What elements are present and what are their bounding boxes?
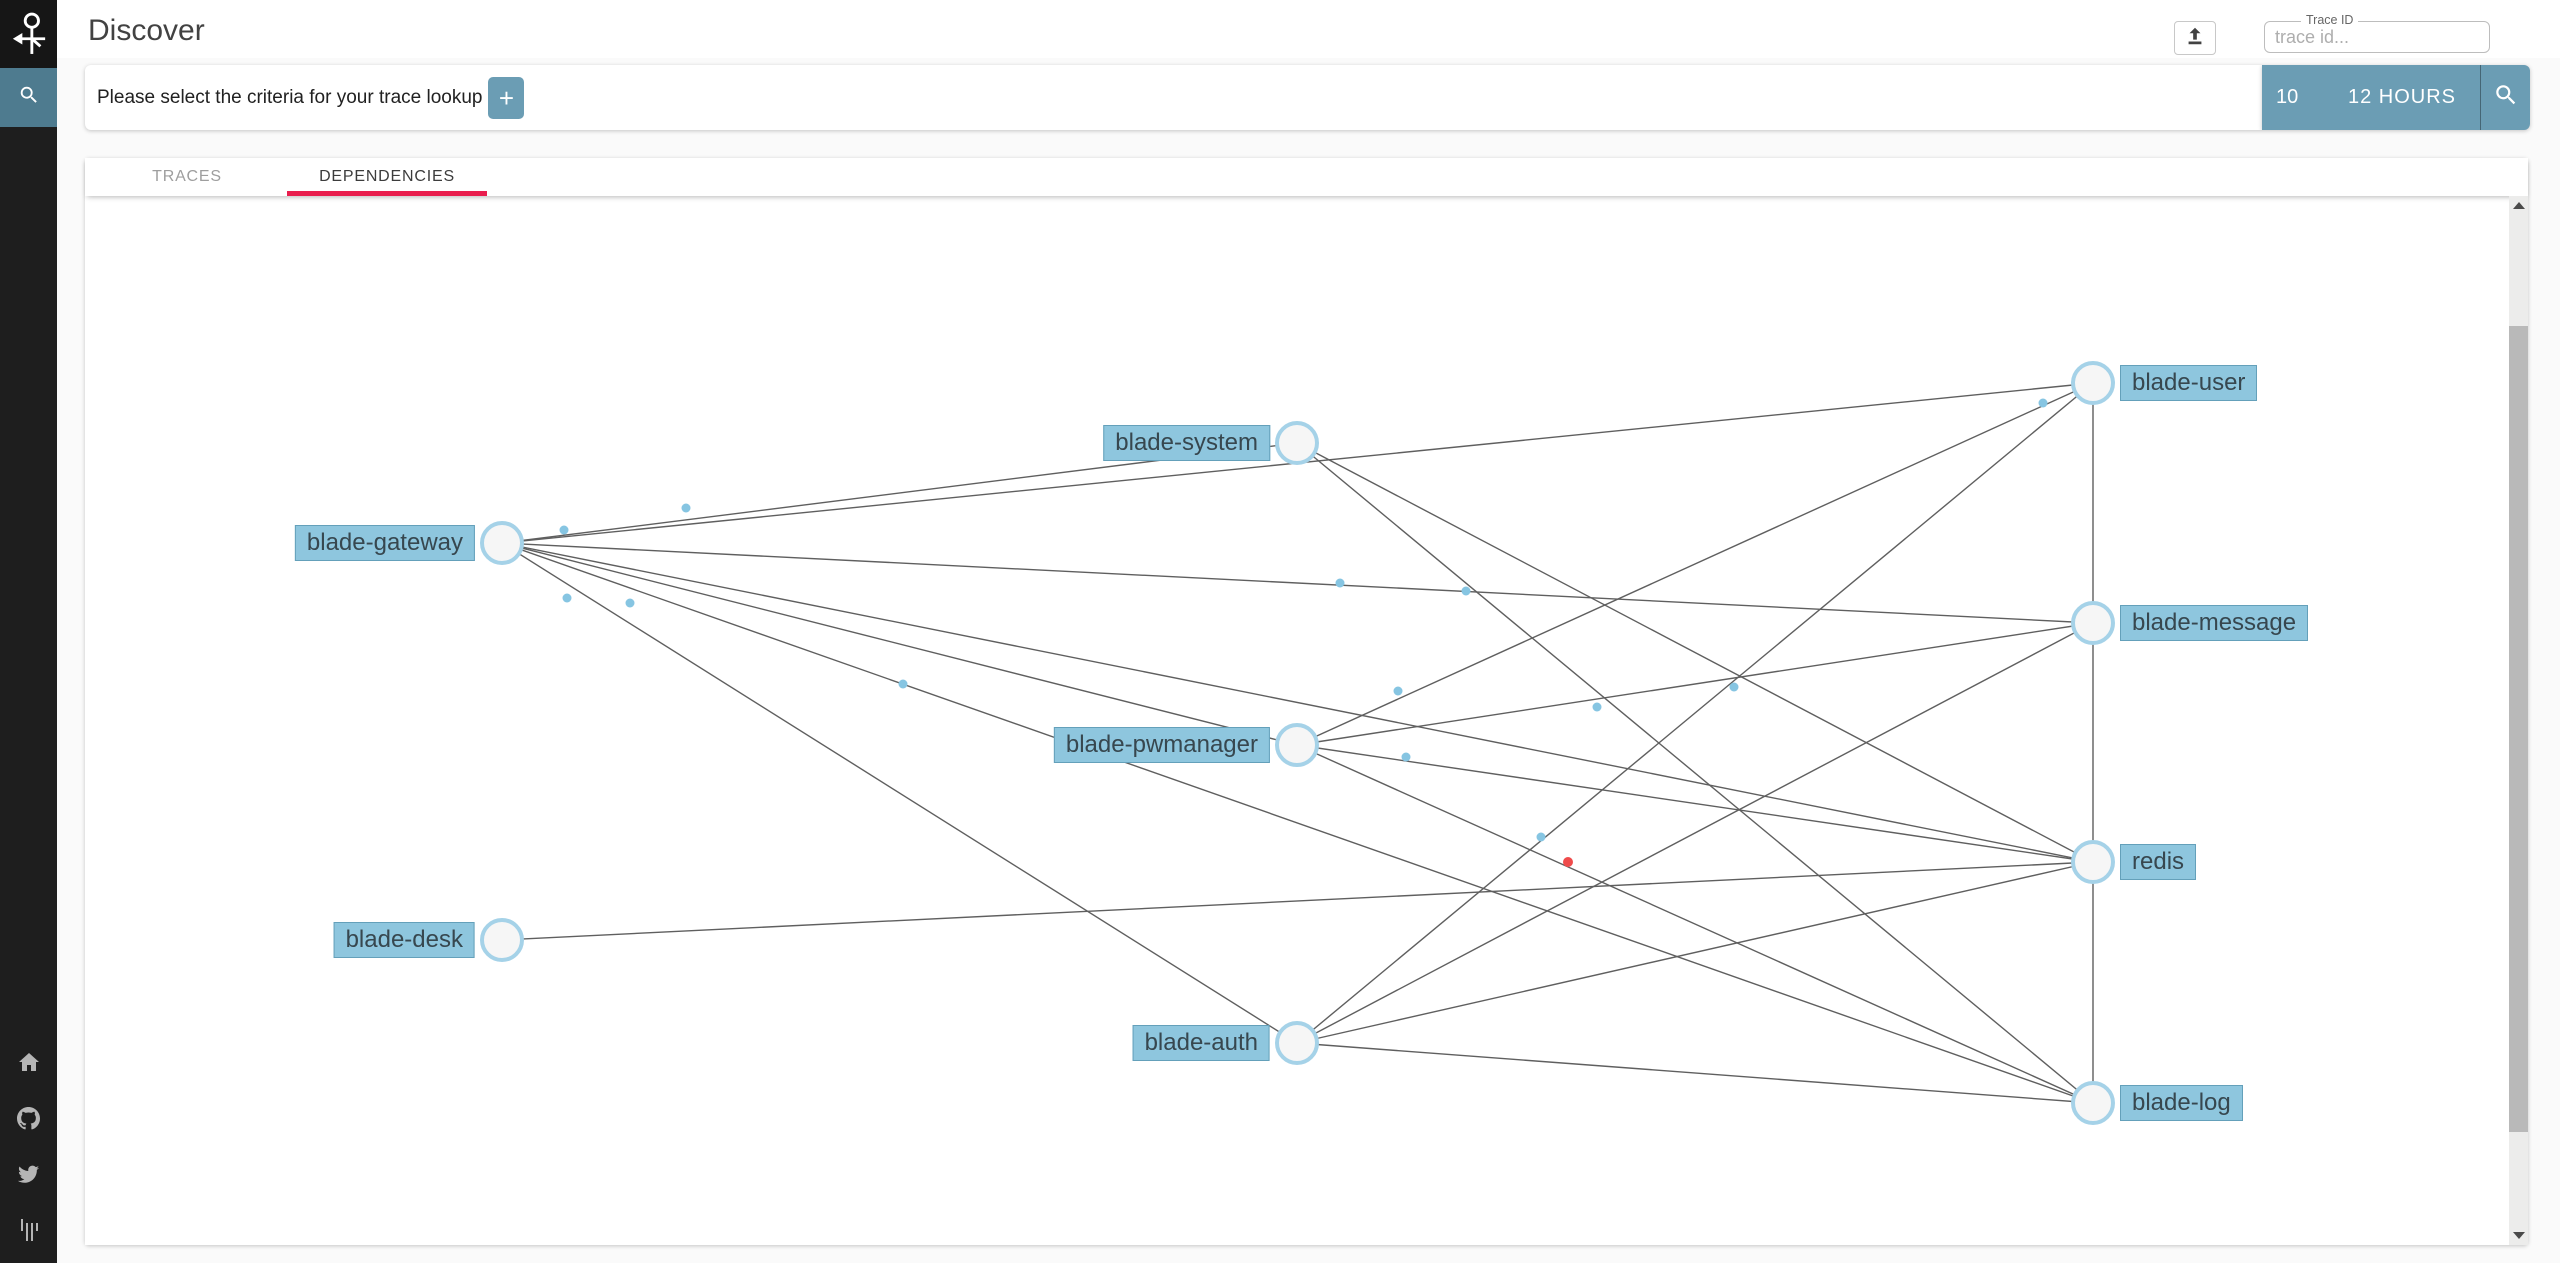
trace-id-input[interactable] <box>2265 22 2489 52</box>
service-node-label[interactable]: blade-desk <box>333 922 475 958</box>
search-icon <box>2493 82 2519 113</box>
dependency-edge <box>1296 442 2094 863</box>
traffic-particle <box>1729 682 1739 692</box>
dependency-edge <box>501 861 2094 941</box>
service-node-label[interactable]: blade-auth <box>1132 1025 1270 1061</box>
tab-bar: TRACES DEPENDENCIES <box>85 158 2528 196</box>
sidebar-search-button[interactable] <box>0 68 57 127</box>
service-node[interactable] <box>1275 1021 1319 1065</box>
tab-dependencies[interactable]: DEPENDENCIES <box>287 158 487 196</box>
search-icon <box>18 84 40 111</box>
sidebar-footer <box>0 1050 57 1263</box>
scrollbar-thumb[interactable] <box>2509 326 2528 1132</box>
gitter-icon[interactable] <box>20 1219 38 1241</box>
service-node-label[interactable]: blade-user <box>2120 365 2258 401</box>
tab-dependencies-label: DEPENDENCIES <box>319 168 455 185</box>
traffic-particle <box>562 593 572 603</box>
service-node[interactable] <box>480 521 524 565</box>
sidebar <box>0 0 57 1263</box>
service-node[interactable] <box>1275 723 1319 767</box>
upload-trace-button[interactable] <box>2174 21 2216 55</box>
service-node[interactable] <box>2071 840 2115 884</box>
trace-lookup-bar: Please select the criteria for your trac… <box>85 65 2530 130</box>
dependency-edge <box>501 542 2094 1104</box>
traffic-particle <box>1592 702 1602 712</box>
triangle-up-icon <box>2512 202 2525 209</box>
traffic-particle <box>1536 832 1546 842</box>
page-title: Discover <box>88 14 205 47</box>
traffic-particle <box>625 598 635 608</box>
criteria-card: Please select the criteria for your trac… <box>85 65 2262 130</box>
traffic-particle <box>681 503 691 513</box>
traffic-particle <box>1563 857 1573 867</box>
result-limit-select[interactable]: 10 <box>2276 86 2299 108</box>
dependency-graph-svg <box>480 361 2115 1125</box>
dependency-graph: blade-gateway blade-system blade-pwmanager… <box>85 196 2528 1245</box>
trace-id-field: Trace ID <box>2264 13 2490 53</box>
add-criteria-button[interactable]: + <box>488 76 525 119</box>
criteria-placeholder-text: Please select the criteria for your trac… <box>97 86 483 108</box>
service-node-label[interactable]: blade-message <box>2120 605 2309 641</box>
service-node-label[interactable]: blade-pwmanager <box>1053 727 1270 763</box>
home-icon[interactable] <box>17 1050 41 1074</box>
zipkin-logo[interactable] <box>0 0 57 68</box>
active-tab-indicator <box>287 191 487 196</box>
upload-icon <box>2184 25 2206 52</box>
traffic-particle <box>1401 752 1411 762</box>
dependency-edge <box>1296 382 2094 1044</box>
dependency-edge <box>501 542 1298 746</box>
lookback-select[interactable]: 12 HOURS <box>2347 86 2456 108</box>
traffic-particle <box>1335 578 1345 588</box>
dependency-edge <box>501 542 2094 863</box>
dependency-edge <box>1296 382 2094 746</box>
search-options: 10 12 HOURS <box>2262 65 2530 130</box>
divider <box>2480 65 2481 130</box>
service-node[interactable] <box>480 918 524 962</box>
vertical-scrollbar[interactable] <box>2509 196 2528 1245</box>
traffic-particle <box>1393 686 1403 696</box>
dependency-edge <box>1296 744 2094 1104</box>
service-node-label[interactable]: blade-log <box>2120 1085 2243 1121</box>
results-panel: TRACES DEPENDENCIES blade-gateway blade-s… <box>85 158 2528 1245</box>
service-node-label[interactable]: redis <box>2120 844 2197 880</box>
traffic-particle <box>559 525 569 535</box>
dependency-edge <box>1296 622 2094 1044</box>
dependency-edge <box>501 542 2094 624</box>
service-node[interactable] <box>2071 601 2115 645</box>
triangle-down-icon <box>2512 1232 2525 1239</box>
tab-traces[interactable]: TRACES <box>87 158 287 196</box>
dependency-edge <box>1296 622 2094 746</box>
github-icon[interactable] <box>17 1107 40 1130</box>
traffic-particle <box>2038 398 2048 408</box>
twitter-icon[interactable] <box>17 1163 40 1186</box>
traffic-particle <box>898 679 908 689</box>
tab-traces-label: TRACES <box>152 168 222 185</box>
dependency-edge <box>1296 744 2094 863</box>
service-node[interactable] <box>2071 1081 2115 1125</box>
dependency-edge <box>501 542 1298 1044</box>
search-submit-button[interactable] <box>2481 65 2530 130</box>
service-node-label[interactable]: blade-system <box>1103 425 1270 461</box>
scroll-down-button[interactable] <box>2509 1226 2528 1245</box>
traffic-particle <box>1461 586 1471 596</box>
dependency-edge <box>1296 1042 2094 1104</box>
dependency-edge <box>1296 442 2094 1104</box>
scroll-up-button[interactable] <box>2509 196 2528 215</box>
trace-id-label: Trace ID <box>2301 13 2359 27</box>
top-header: Discover Trace ID <box>57 0 2560 58</box>
dependency-graph-labels: blade-gateway blade-system blade-pwmanager… <box>85 196 2528 1245</box>
dependency-edge <box>1296 861 2094 1044</box>
service-node[interactable] <box>1275 421 1319 465</box>
service-node[interactable] <box>2071 361 2115 405</box>
service-node-label[interactable]: blade-gateway <box>294 525 475 561</box>
